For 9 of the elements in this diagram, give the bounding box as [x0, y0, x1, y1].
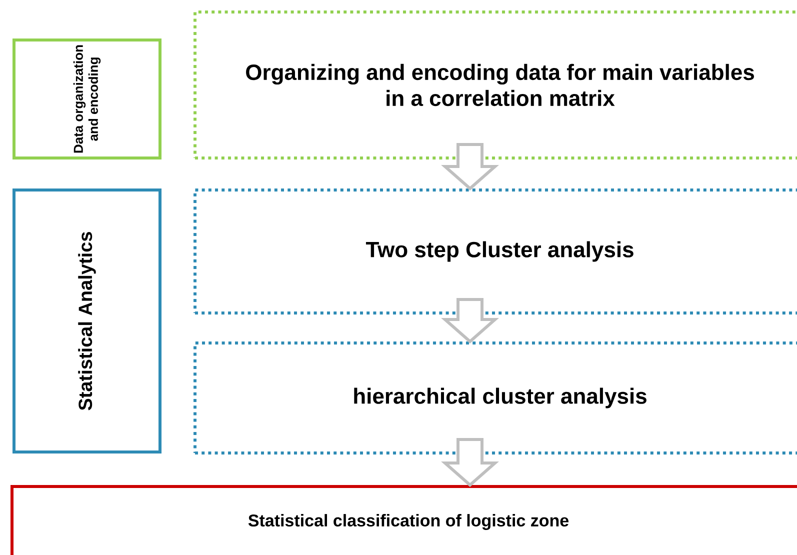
block-arrow	[441, 438, 499, 487]
step-box: Organizing and encoding data for main variables in a correlation matrix	[194, 10, 797, 160]
stage-box: Statistical Analytics	[12, 188, 162, 454]
step-box: Two step Cluster analysis	[194, 188, 797, 314]
block-arrow	[441, 298, 499, 344]
block-arrow	[441, 143, 499, 190]
step-box: hierarchical cluster analysis	[194, 342, 797, 454]
result-box: Statistical classification of logistic zone	[10, 485, 797, 555]
stage-box: Data organization and encoding	[12, 38, 162, 160]
